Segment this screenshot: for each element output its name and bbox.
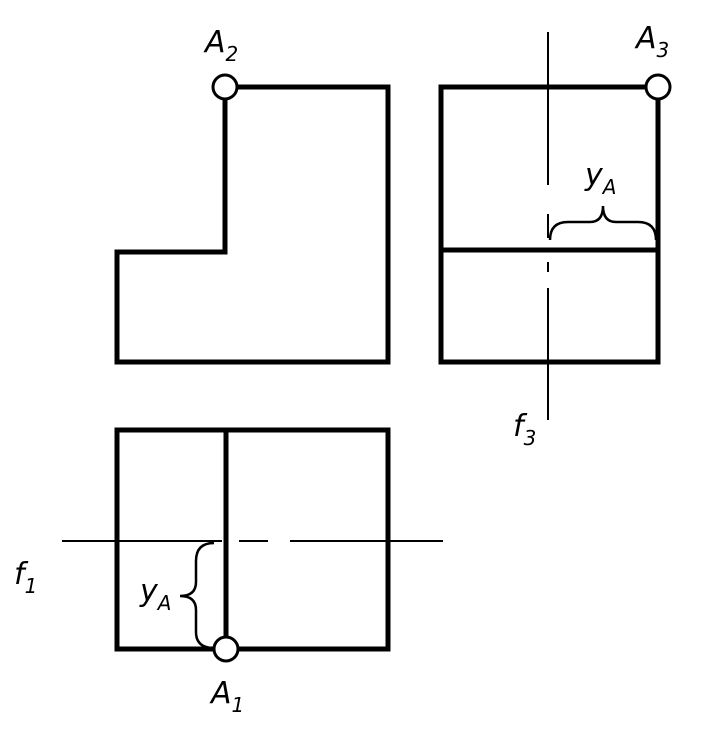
label-ya-top: yA (139, 574, 171, 615)
label-a3: A3 (634, 21, 669, 62)
label-a1: A1 (209, 676, 244, 717)
ya-brace-top (179, 541, 215, 650)
point-a1-marker (212, 635, 240, 663)
top-view-outline (114, 427, 391, 652)
side-view-outline (438, 84, 661, 365)
label-a2: A2 (203, 25, 238, 66)
label-f3: f3 (513, 409, 536, 450)
point-a2-marker (211, 73, 239, 101)
point-a3-marker (644, 73, 672, 101)
front-view-outline (114, 84, 391, 365)
label-f1: f1 (14, 557, 37, 598)
label-ya-side: yA (584, 158, 616, 199)
ya-brace-side (548, 205, 658, 241)
